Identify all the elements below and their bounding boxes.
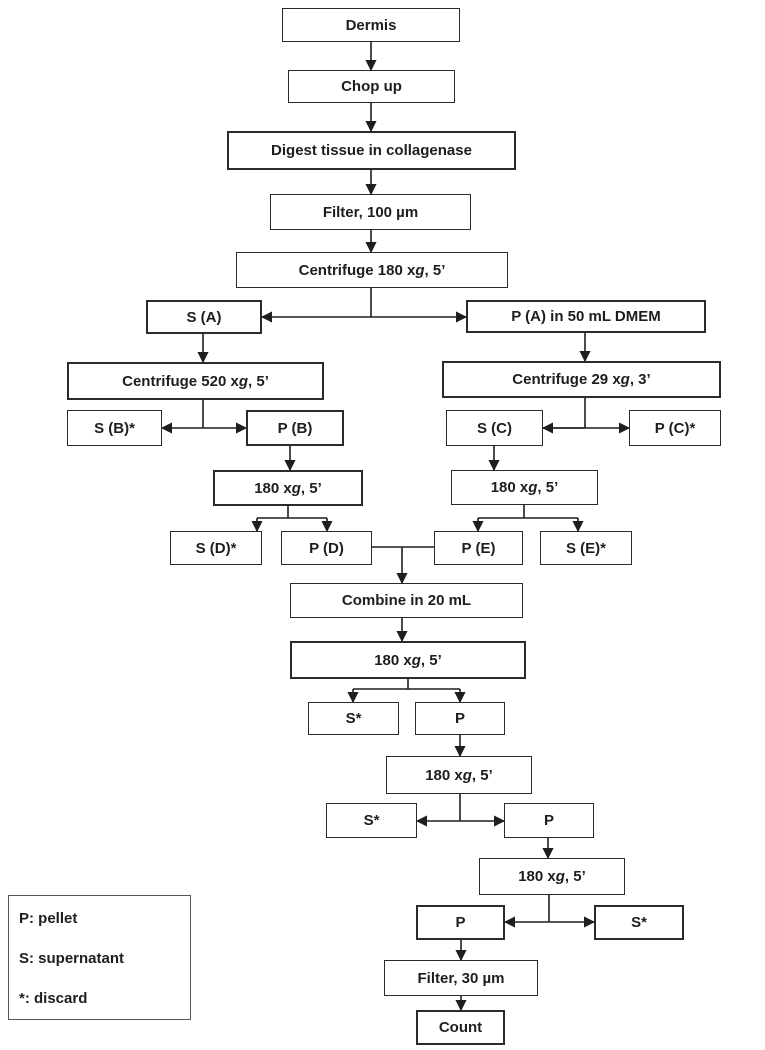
- node-s-d: S (D)*: [170, 531, 262, 565]
- node-s-e: S (E)*: [540, 531, 632, 565]
- legend-discard: *: discard: [19, 990, 88, 1007]
- node-count: Count: [416, 1010, 505, 1045]
- node-p-c: P (C)*: [629, 410, 721, 446]
- node-s-2: S*: [326, 803, 417, 838]
- legend-supernatant: S: supernatant: [19, 950, 125, 967]
- node-combine: Combine in 20 mL: [290, 583, 523, 618]
- node-p-1: P: [415, 702, 505, 735]
- node-s-3: S*: [594, 905, 684, 940]
- node-spin-1: 180 x g, 5’: [290, 641, 526, 679]
- node-spin-b: 180 x g, 5’: [213, 470, 363, 506]
- node-s-a: S (A): [146, 300, 262, 334]
- node-filter-100: Filter, 100 µm: [270, 194, 471, 230]
- node-s-c: S (C): [446, 410, 543, 446]
- node-dermis: Dermis: [282, 8, 460, 42]
- node-chop-up: Chop up: [288, 70, 455, 103]
- node-centrifuge-180: Centrifuge 180 x g , 5’: [236, 252, 508, 288]
- node-p-a: P (A) in 50 mL DMEM: [466, 300, 706, 333]
- node-p-3: P: [416, 905, 505, 940]
- legend-pellet: P: pellet: [19, 910, 78, 927]
- node-p-e: P (E): [434, 531, 523, 565]
- legend: P: pellet S: supernatant *: discard: [8, 895, 191, 1020]
- node-p-d: P (D): [281, 531, 372, 565]
- node-spin-3: 180 x g, 5’: [479, 858, 625, 895]
- node-centrifuge-29: Centrifuge 29 x g, 3’: [442, 361, 721, 398]
- node-spin-2: 180 x g, 5’: [386, 756, 532, 794]
- node-p-b: P (B): [246, 410, 344, 446]
- node-filter-30: Filter, 30 µm: [384, 960, 538, 996]
- node-spin-c: 180 x g, 5’: [451, 470, 598, 505]
- node-centrifuge-520: Centrifuge 520 x g, 5’: [67, 362, 324, 400]
- node-s-b: S (B)*: [67, 410, 162, 446]
- node-p-2: P: [504, 803, 594, 838]
- node-s-1: S*: [308, 702, 399, 735]
- node-digest-tissue: Digest tissue in collagenase: [227, 131, 516, 170]
